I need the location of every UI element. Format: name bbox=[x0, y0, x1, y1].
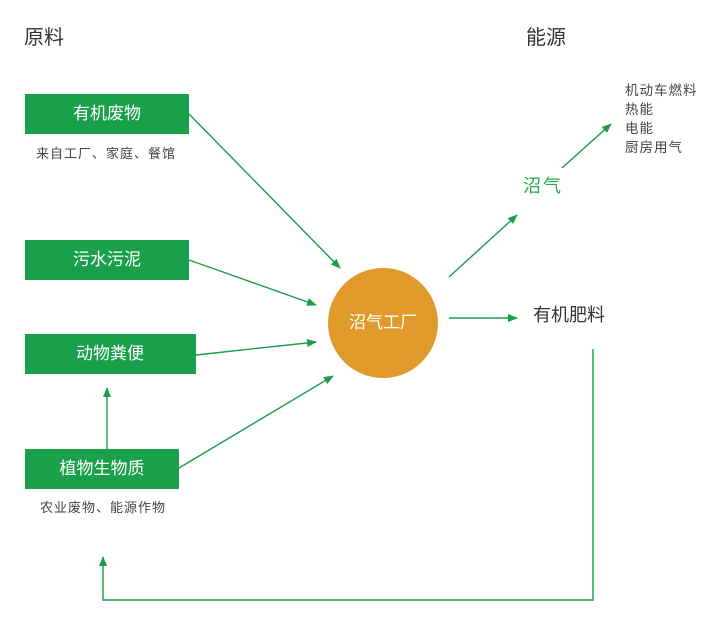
input-plant-biomass: 植物生物质 bbox=[25, 449, 179, 489]
input-organic-waste: 有机废物 bbox=[25, 94, 189, 134]
input-label: 动物粪便 bbox=[76, 344, 144, 364]
arrow bbox=[188, 259, 317, 306]
input-note: 农业废物、能源作物 bbox=[40, 500, 166, 516]
feedback-arrow bbox=[99, 349, 594, 601]
plant-label: 沼气工厂 bbox=[349, 313, 417, 333]
input-note: 来自工厂、家庭、餐馆 bbox=[36, 146, 176, 162]
input-label: 有机废物 bbox=[73, 104, 141, 124]
fertilizer-label: 有机肥料 bbox=[533, 305, 605, 326]
input-label: 植物生物质 bbox=[60, 459, 145, 479]
arrow bbox=[178, 375, 334, 469]
inputs-header: 原料 bbox=[24, 25, 64, 49]
input-label: 污水污泥 bbox=[73, 250, 141, 270]
use-item: 厨房用气 bbox=[625, 140, 683, 156]
arrows bbox=[99, 113, 612, 601]
energy-header: 能源 bbox=[526, 25, 566, 49]
arrow bbox=[188, 113, 341, 269]
arrow bbox=[561, 123, 612, 169]
biogas-label: 沼气 bbox=[523, 176, 563, 197]
arrow bbox=[448, 214, 518, 278]
use-item: 电能 bbox=[625, 121, 654, 137]
use-item: 机动车燃料 bbox=[625, 82, 698, 99]
arrow bbox=[195, 338, 317, 356]
use-item: 热能 bbox=[625, 102, 654, 118]
biogas-plant: 沼气工厂 bbox=[328, 268, 438, 378]
input-animal-manure: 动物粪便 bbox=[25, 334, 196, 374]
input-sewage-sludge: 污水污泥 bbox=[25, 240, 189, 280]
